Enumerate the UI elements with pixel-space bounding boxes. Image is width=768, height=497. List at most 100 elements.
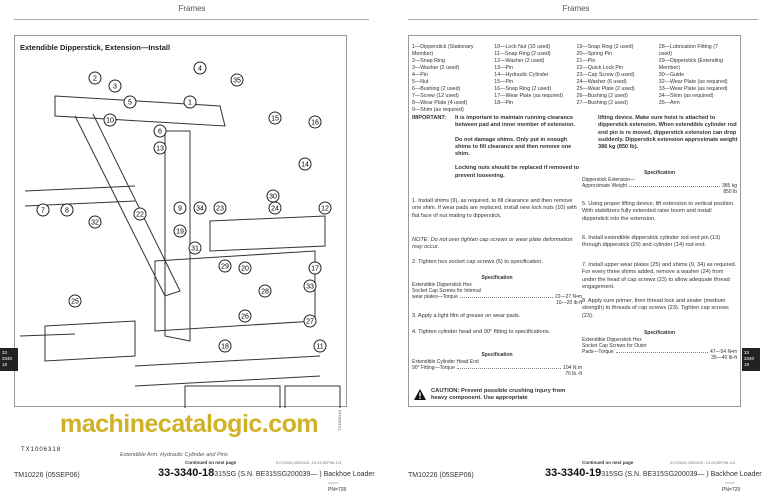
callout-circle: [313, 339, 327, 353]
important-text: It is important to maintain running clea…: [455, 115, 580, 179]
callout-label: 4: [198, 66, 202, 73]
callout-label: 13: [156, 146, 164, 153]
ref-code: KV70026,0000025 -19-01SEP06-1/3: [276, 460, 342, 465]
spec-internal-plates: Specification Extendible Dipperstick Hex…: [412, 275, 582, 307]
callout-label: 20: [241, 266, 249, 273]
part-item: 27—Bushing (2 used): [576, 100, 628, 106]
callout-label: 29: [221, 264, 229, 271]
callout-label: 33: [306, 284, 314, 291]
callout-label: 24: [271, 206, 279, 213]
step-3: 3. Apply a light film of grease on wear …: [412, 313, 521, 319]
part-item: 18—Pin: [494, 100, 514, 106]
part-item: Member): [658, 65, 680, 71]
part-item: 22—Quick Lock Pin: [576, 65, 624, 71]
step-1: 1. Install shims (9), as required, to fi…: [412, 198, 577, 219]
callout-label: 23: [216, 206, 224, 213]
part-item: 29—Dipperstick (Extending: [658, 58, 723, 64]
callout-circle: [230, 73, 244, 87]
spec-outer-pads: Specification Extendible Dipperstick Hex…: [582, 330, 737, 362]
callout-label: 9: [178, 206, 182, 213]
callout-circle: [298, 157, 312, 171]
step-5: 5. Using proper lifting device, lift ext…: [582, 201, 735, 222]
caution-continued: lifting device. Make sure hoist is attac…: [598, 115, 738, 151]
callout-circle: [318, 201, 332, 215]
callout-circle: [68, 294, 82, 308]
part-item: 8—Wear Plate (4 used): [412, 100, 468, 106]
callout-circle: [218, 259, 232, 273]
callout-circle: [303, 279, 317, 293]
part-item: 23—Cap Screw (6 used): [576, 72, 635, 78]
callout-circle: [188, 241, 202, 255]
callout-label: 2: [93, 76, 97, 83]
callout-circle: [173, 224, 187, 238]
footer-small: 000000: [328, 481, 339, 485]
part-item: 33—Wear Plate (as required): [658, 86, 728, 92]
step-2: 2. Tighten hex socket cap screws (5) to …: [412, 259, 543, 265]
step-8: 8. Apply cure primer, then thread lock a…: [582, 298, 729, 319]
callout-circle: [173, 201, 187, 215]
callout-circle: [36, 203, 50, 217]
page-number: 33-3340-18: [158, 467, 215, 479]
part-item: 24—Washer (6 used): [576, 79, 627, 85]
parts-column: 10—Lock Nut (10 used)11—Snap Ring (2 use…: [494, 44, 572, 114]
callout-label: 34: [196, 206, 204, 213]
page-footer: 33-3340-18315SG (S.N. BE315SG200039— ) B…: [158, 467, 375, 479]
callout-circle: [303, 314, 317, 328]
callout-circle: [153, 141, 167, 155]
part-item: 35—Arm: [658, 100, 680, 106]
note: NOTE: Do not over tighten cap screws or …: [412, 237, 573, 251]
callout-circle: [108, 79, 122, 93]
part-item: 5—Nut: [412, 79, 429, 85]
warning-icon: [414, 389, 426, 400]
part-item: 6—Bushing (2 used): [412, 86, 461, 92]
callout-label: 8: [65, 208, 69, 215]
step-4: 4. Tighten cylinder head end 90° fitting…: [412, 329, 551, 335]
figure-side-code: TX1006318: [337, 410, 342, 431]
model: 315SG (S.N. BE315SG200039— ) Backhoe Loa…: [214, 471, 375, 478]
part-item: 4—Pin: [412, 72, 428, 78]
callout-circle: [183, 95, 197, 109]
part-item: 1—Dipperstick (Stationary: [412, 44, 474, 50]
pn-number: PN=728: [328, 487, 347, 493]
part-item: 21—Pin: [576, 58, 596, 64]
callout-circle: [268, 201, 282, 215]
callout-label: 35: [233, 78, 241, 85]
part-item: 34—Shim (as required): [658, 93, 714, 99]
callout-label: 28: [261, 289, 269, 296]
left-page-frame: Extendible Dipperstick, Extension—Instal…: [14, 35, 347, 453]
callout-circle: [238, 309, 252, 323]
step-6: 6. Install extendible dipperstick cylind…: [582, 235, 721, 249]
pn-number: PN=729: [722, 487, 741, 493]
part-item: 32—Wear Plate (as required): [658, 79, 728, 85]
callout-label: 1: [188, 100, 192, 107]
manual-id: TM10226 (05SEP06): [408, 472, 474, 479]
part-item: 12—Washer (2 used): [494, 58, 545, 64]
callout-circle: [103, 113, 117, 127]
callout-label: 6: [158, 129, 162, 136]
part-item: 20—Spring Pin: [576, 51, 613, 57]
part-item: 11—Snap Ring (2 used): [494, 51, 551, 57]
callout-circle: [268, 111, 282, 125]
footer-small: 000000: [725, 481, 736, 485]
part-item: 25—Wear Plate (2 used): [576, 86, 635, 92]
part-item: 10—Lock Nut (10 used): [494, 44, 551, 50]
callout-circle: [123, 95, 137, 109]
callout-label: 31: [191, 246, 199, 253]
callout-circle: [153, 124, 167, 138]
callout-circle: [308, 261, 322, 275]
model: 315SG (S.N. BE315SG200039— ) Backhoe Loa…: [601, 471, 762, 478]
part-item: 26—Bushing (2 used): [576, 93, 628, 99]
callout-label: 12: [321, 206, 329, 213]
figure-id: TX1006318: [21, 447, 62, 453]
spec-weight: Specification Dipperstick Extension— App…: [582, 170, 737, 196]
continued-label: Continued on next page: [582, 460, 634, 465]
callout-circle: [193, 201, 207, 215]
spec-cylinder-fitting: Specification Extendible Cylinder Head E…: [412, 352, 582, 378]
caution-text: CAUTION: Prevent possible crushing injur…: [431, 388, 566, 402]
callout-label: 25: [71, 299, 79, 306]
